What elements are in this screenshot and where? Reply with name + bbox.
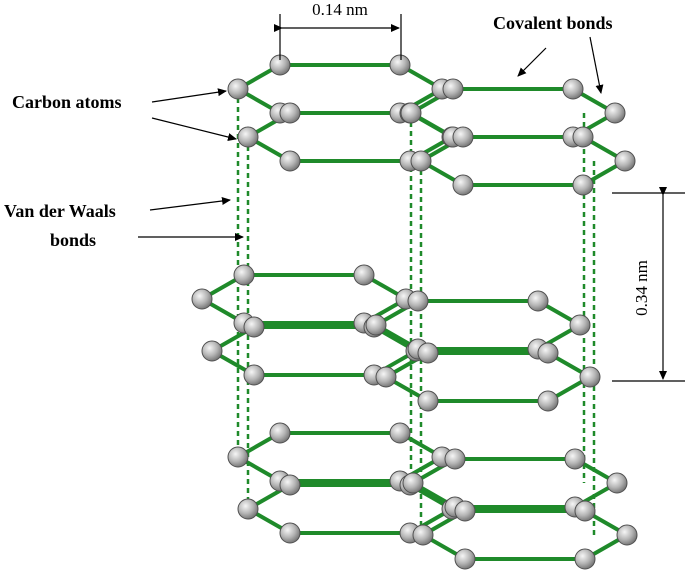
- carbon-atom-icon: [412, 524, 434, 546]
- carbon-atom-icon: [269, 422, 291, 444]
- interlayer-dimension: 0.34 nm: [612, 187, 685, 382]
- carbon-atom-icon: [279, 522, 301, 544]
- carbon-atom-icon: [389, 54, 411, 76]
- carbon-atom-icon: [452, 126, 474, 148]
- carbon-atom-icon: [614, 150, 636, 172]
- carbon-atom-icon: [243, 316, 265, 338]
- carbon-atom-icon: [402, 472, 424, 494]
- in-plane-dimension: 0.14 nm: [274, 0, 402, 60]
- carbon-atom-icon: [537, 390, 559, 412]
- carbon-atom-icon: [237, 498, 259, 520]
- carbon-atom-icon: [227, 446, 249, 468]
- carbon-atom-icon: [279, 150, 301, 172]
- van-der-waals-label-line1: Van der Waals: [4, 201, 116, 221]
- carbon-atom-icon: [375, 366, 397, 388]
- carbon-atom-icon: [537, 342, 559, 364]
- carbon-atom-icon: [574, 500, 596, 522]
- arrow-icon: [517, 47, 547, 77]
- carbon-atom-icon: [237, 126, 259, 148]
- van-der-waals-label-line2: bonds: [50, 230, 96, 250]
- carbon-atom-icon: [407, 290, 429, 312]
- arrow-icon: [589, 36, 604, 94]
- carbon-atom-icon: [572, 174, 594, 196]
- carbon-atom-icon: [279, 474, 301, 496]
- carbon-atom-icon: [410, 150, 432, 172]
- carbon-atom-icon: [564, 448, 586, 470]
- carbon-atom-icon: [389, 422, 411, 444]
- carbon-atom-icon: [227, 78, 249, 100]
- carbon-atom-icon: [400, 102, 422, 124]
- carbon-atom-icon: [527, 290, 549, 312]
- carbon-atom-icon: [191, 288, 213, 310]
- interlayer-spacing-label: 0.34 nm: [632, 260, 651, 316]
- carbon-atom-icon: [562, 78, 584, 100]
- carbon-atom-icon: [616, 524, 638, 546]
- carbon-atom-icon: [572, 126, 594, 148]
- carbon-atoms: [191, 54, 638, 570]
- carbon-atom-icon: [365, 314, 387, 336]
- carbon-atom-icon: [454, 548, 476, 570]
- carbon-atom-icon: [201, 340, 223, 362]
- carbon-atom-icon: [452, 174, 474, 196]
- carbon-atom-icon: [604, 102, 626, 124]
- carbon-atom-icon: [569, 314, 591, 336]
- carbon-atom-icon: [574, 548, 596, 570]
- arrow-icon: [151, 88, 227, 103]
- carbon-atom-icon: [279, 102, 301, 124]
- carbon-atom-icon: [454, 500, 476, 522]
- carbon-atom-icon: [444, 448, 466, 470]
- carbon-atom-icon: [606, 472, 628, 494]
- covalent-bonds-label: Covalent bonds: [493, 13, 613, 33]
- carbon-atom-icon: [579, 366, 601, 388]
- in-plane-spacing-label: 0.14 nm: [312, 0, 368, 19]
- carbon-atom-icon: [417, 342, 439, 364]
- carbon-atom-icon: [353, 264, 375, 286]
- carbon-atom-icon: [442, 78, 464, 100]
- carbon-atoms-label: Carbon atoms: [12, 92, 122, 112]
- carbon-atom-icon: [233, 264, 255, 286]
- carbon-atom-icon: [243, 364, 265, 386]
- arrow-icon: [149, 197, 231, 211]
- arrow-icon: [151, 117, 237, 141]
- carbon-atom-icon: [417, 390, 439, 412]
